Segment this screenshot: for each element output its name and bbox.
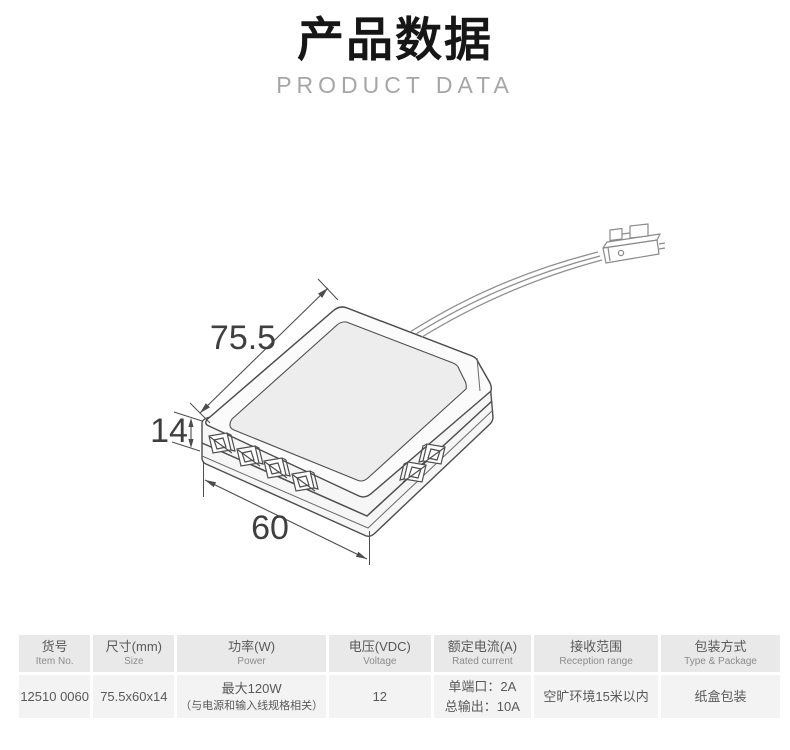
dimension-length: 75.5 xyxy=(189,278,339,424)
header-label-zh: 货号 xyxy=(41,639,68,655)
header-label-en: Voltage xyxy=(363,655,397,667)
column-value: 12 xyxy=(328,675,431,718)
device-sides xyxy=(201,306,494,537)
port-icon xyxy=(208,432,236,454)
header-label-en: Item No. xyxy=(35,655,74,667)
value-text: 最大120W xyxy=(221,680,282,696)
column-value: 空旷环境15米以内 xyxy=(534,675,659,718)
header-label-zh: 电压(VDC) xyxy=(348,639,411,655)
column-header: 电压(VDC) Voltage xyxy=(328,635,431,672)
header-label-zh: 功率(W) xyxy=(228,639,276,655)
spec-table: 货号 Item No. 12510 0060 尺寸(mm) Size 75.5x… xyxy=(19,635,780,718)
value-text: 75.5x60x14 xyxy=(100,688,168,704)
header-label-zh: 额定电流(A) xyxy=(447,639,518,655)
column-value: 纸盒包装 xyxy=(661,675,780,718)
header-label-zh: 尺寸(mm) xyxy=(105,639,162,655)
header: 产品数据 PRODUCT DATA xyxy=(0,0,790,99)
device-top-face xyxy=(205,306,493,498)
device-corner-edge xyxy=(476,357,481,392)
device-illustration xyxy=(201,306,494,537)
value-text: 空旷环境15米以内 xyxy=(543,688,649,704)
header-label-en: Type & Package xyxy=(684,655,757,667)
dimension-width: 60 xyxy=(203,462,370,565)
column-header: 额定电流(A) Rated current xyxy=(433,635,532,672)
spec-column-item-no: 货号 Item No. 12510 0060 xyxy=(19,635,91,718)
port-icon xyxy=(263,457,291,479)
page-title: 产品数据 xyxy=(297,13,493,66)
column-header: 功率(W) Power xyxy=(177,635,326,672)
column-value: 12510 0060 xyxy=(19,675,91,718)
header-label-zh: 包装方式 xyxy=(694,639,747,655)
dimension-length-label: 75.5 xyxy=(210,319,276,357)
column-header: 包装方式 Type & Package xyxy=(661,635,780,672)
value-subtext: 总输出：10A xyxy=(444,698,520,714)
port-icon xyxy=(291,470,319,492)
spec-column-reception-range: 接收范围 Reception range 空旷环境15米以内 xyxy=(534,635,659,718)
spec-column-package: 包装方式 Type & Package 纸盒包装 xyxy=(661,635,780,718)
power-cable xyxy=(409,251,603,338)
dimension-height: 14 xyxy=(150,411,203,452)
column-header: 货号 Item No. xyxy=(19,635,91,672)
value-text: 单端口：2A xyxy=(448,679,517,694)
value-text: 12 xyxy=(372,688,388,704)
header-label-en: Rated current xyxy=(452,655,513,667)
spec-column-power: 功率(W) Power 最大120W （与电源和输入线规格相关） xyxy=(177,635,326,718)
dimension-height-label: 14 xyxy=(150,412,188,450)
column-value: 75.5x60x14 xyxy=(93,675,175,718)
port-icon xyxy=(418,443,446,465)
value-text: 纸盒包装 xyxy=(694,688,747,704)
cable-connector-icon xyxy=(602,223,666,264)
header-label-en: Power xyxy=(237,655,266,667)
header-label-en: Reception range xyxy=(559,655,633,667)
column-header: 尺寸(mm) Size xyxy=(93,635,175,672)
device-seam-line xyxy=(201,400,493,517)
dimension-width-label: 60 xyxy=(251,509,289,547)
column-header: 接收范围 Reception range xyxy=(534,635,659,672)
device-rim-line xyxy=(201,409,494,529)
spec-column-size: 尺寸(mm) Size 75.5x60x14 xyxy=(93,635,175,718)
port-icon xyxy=(236,445,264,467)
device-top-panel xyxy=(229,321,467,482)
column-value: 最大120W （与电源和输入线规格相关） xyxy=(177,675,326,718)
spec-column-voltage: 电压(VDC) Voltage 12 xyxy=(328,635,431,718)
spec-column-rated-current: 额定电流(A) Rated current 单端口：2A 总输出：10A xyxy=(433,635,532,718)
device-ports-right xyxy=(399,443,446,483)
value-text: 12510 0060 xyxy=(20,688,89,704)
header-label-en: Size xyxy=(124,655,144,667)
port-icon xyxy=(399,461,427,483)
device-ports-front xyxy=(208,432,319,492)
column-value: 单端口：2A 总输出：10A xyxy=(433,675,532,718)
page-subtitle: PRODUCT DATA xyxy=(276,71,514,98)
header-label-zh: 接收范围 xyxy=(570,639,623,655)
value-subtext: （与电源和输入线规格相关） xyxy=(180,700,324,712)
